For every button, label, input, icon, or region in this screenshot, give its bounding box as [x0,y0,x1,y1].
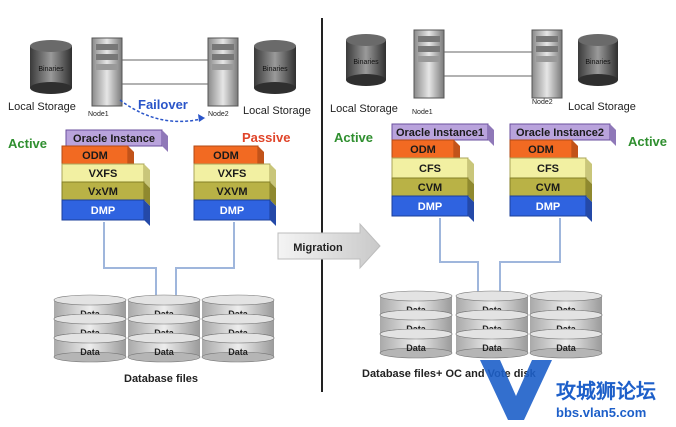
server-node1-right [413,29,445,99]
svg-text:Binaries: Binaries [38,66,64,73]
local-storage-label-right-a: Local Storage [330,103,398,115]
svg-text:DMP: DMP [418,201,442,213]
local-storage-label-left-a: Local Storage [8,101,76,113]
passive-label: Passive [242,130,290,145]
local-storage-disk-left-a: Binaries [30,40,72,94]
data-disk: Data [201,332,275,363]
data-disk-label: Data [406,343,427,353]
local-storage-label-right-b: Local Storage [568,101,636,113]
data-disk: Data [455,328,529,359]
svg-text:VXVM: VXVM [216,186,247,198]
svg-text:ODM: ODM [213,150,239,162]
svg-text:VXFS: VXFS [218,168,247,180]
failover-arrow [119,99,206,123]
data-disk: Data [127,332,201,363]
failover-label: Failover [138,97,188,112]
data-disk-array-left: DataDataDataDataDataDataDataDataData [53,294,275,363]
svg-text:DMP: DMP [91,205,115,217]
svg-text:Oracle Instance1: Oracle Instance1 [396,127,484,139]
node2-label-right: Node2 [532,99,553,106]
active-label-right-a: Active [334,130,373,145]
stack-instance1-right: Oracle Instance1 ODM CFS CVM DMP [391,123,494,222]
data-disk: Data [529,328,603,359]
svg-text:Binaries: Binaries [585,59,611,66]
active-stack-left: Oracle Instance ODM VXFS VxVM DMP [61,129,168,226]
node1-label-left: Node1 [88,111,109,118]
active-label-left: Active [8,136,47,151]
local-storage-disk-left-b: Binaries [254,40,296,94]
watermark-logo: V5 攻城狮论坛 bbs.vlan5.com [480,360,656,420]
active-label-right-b: Active [628,134,667,149]
migration-arrow: Migration [277,222,381,270]
svg-text:CFS: CFS [419,163,441,175]
local-storage-disk-right-a: Binaries [346,34,386,86]
data-disk: Data [53,332,127,363]
data-disk-label: Data [482,343,503,353]
svg-text:CVM: CVM [536,182,560,194]
migration-label: Migration [293,242,343,254]
svg-text:Binaries: Binaries [353,59,379,66]
data-disk: Data [379,328,453,359]
watermark-title: 攻城狮论坛 [556,379,656,403]
watermark-url: bbs.vlan5.com [556,405,646,420]
svg-text:CVM: CVM [418,182,442,194]
local-storage-label-left-b: Local Storage [243,105,311,117]
storage-connections-right [439,218,561,296]
server-node2-right [531,29,563,99]
svg-text:Oracle Instance2: Oracle Instance2 [516,127,604,139]
local-storage-disk-right-b: Binaries [578,34,618,86]
svg-text:VXFS: VXFS [89,168,118,180]
node2-label-left: Node2 [208,111,229,118]
svg-text:ODM: ODM [410,144,436,156]
svg-text:CFS: CFS [537,163,559,175]
node1-label-right: Node1 [412,109,433,116]
data-disk-label: Data [228,347,249,357]
svg-text:DMP: DMP [536,201,560,213]
svg-text:DMP: DMP [220,205,244,217]
svg-text:ODM: ODM [82,150,108,162]
storage-connections-left [103,222,235,300]
data-disk-label: Data [556,343,577,353]
svg-text:VxVM: VxVM [88,186,118,198]
server-node1-left [91,37,123,107]
svg-text:Binaries: Binaries [262,66,288,73]
passive-stack-left: ODM VXFS VXVM DMP [193,145,276,226]
data-disk-array-right: DataDataDataDataDataDataDataDataData [379,290,603,359]
stack-instance2-right: Oracle Instance2 ODM CFS CVM DMP [509,123,616,222]
database-files-ocr-caption: Database files+ OC and Vote disk [362,368,537,380]
server-node2-left [207,37,239,107]
data-disk-label: Data [154,347,175,357]
svg-text:Oracle Instance: Oracle Instance [73,133,155,145]
svg-text:ODM: ODM [528,144,554,156]
database-files-caption: Database files [124,373,198,385]
data-disk-label: Data [80,347,101,357]
